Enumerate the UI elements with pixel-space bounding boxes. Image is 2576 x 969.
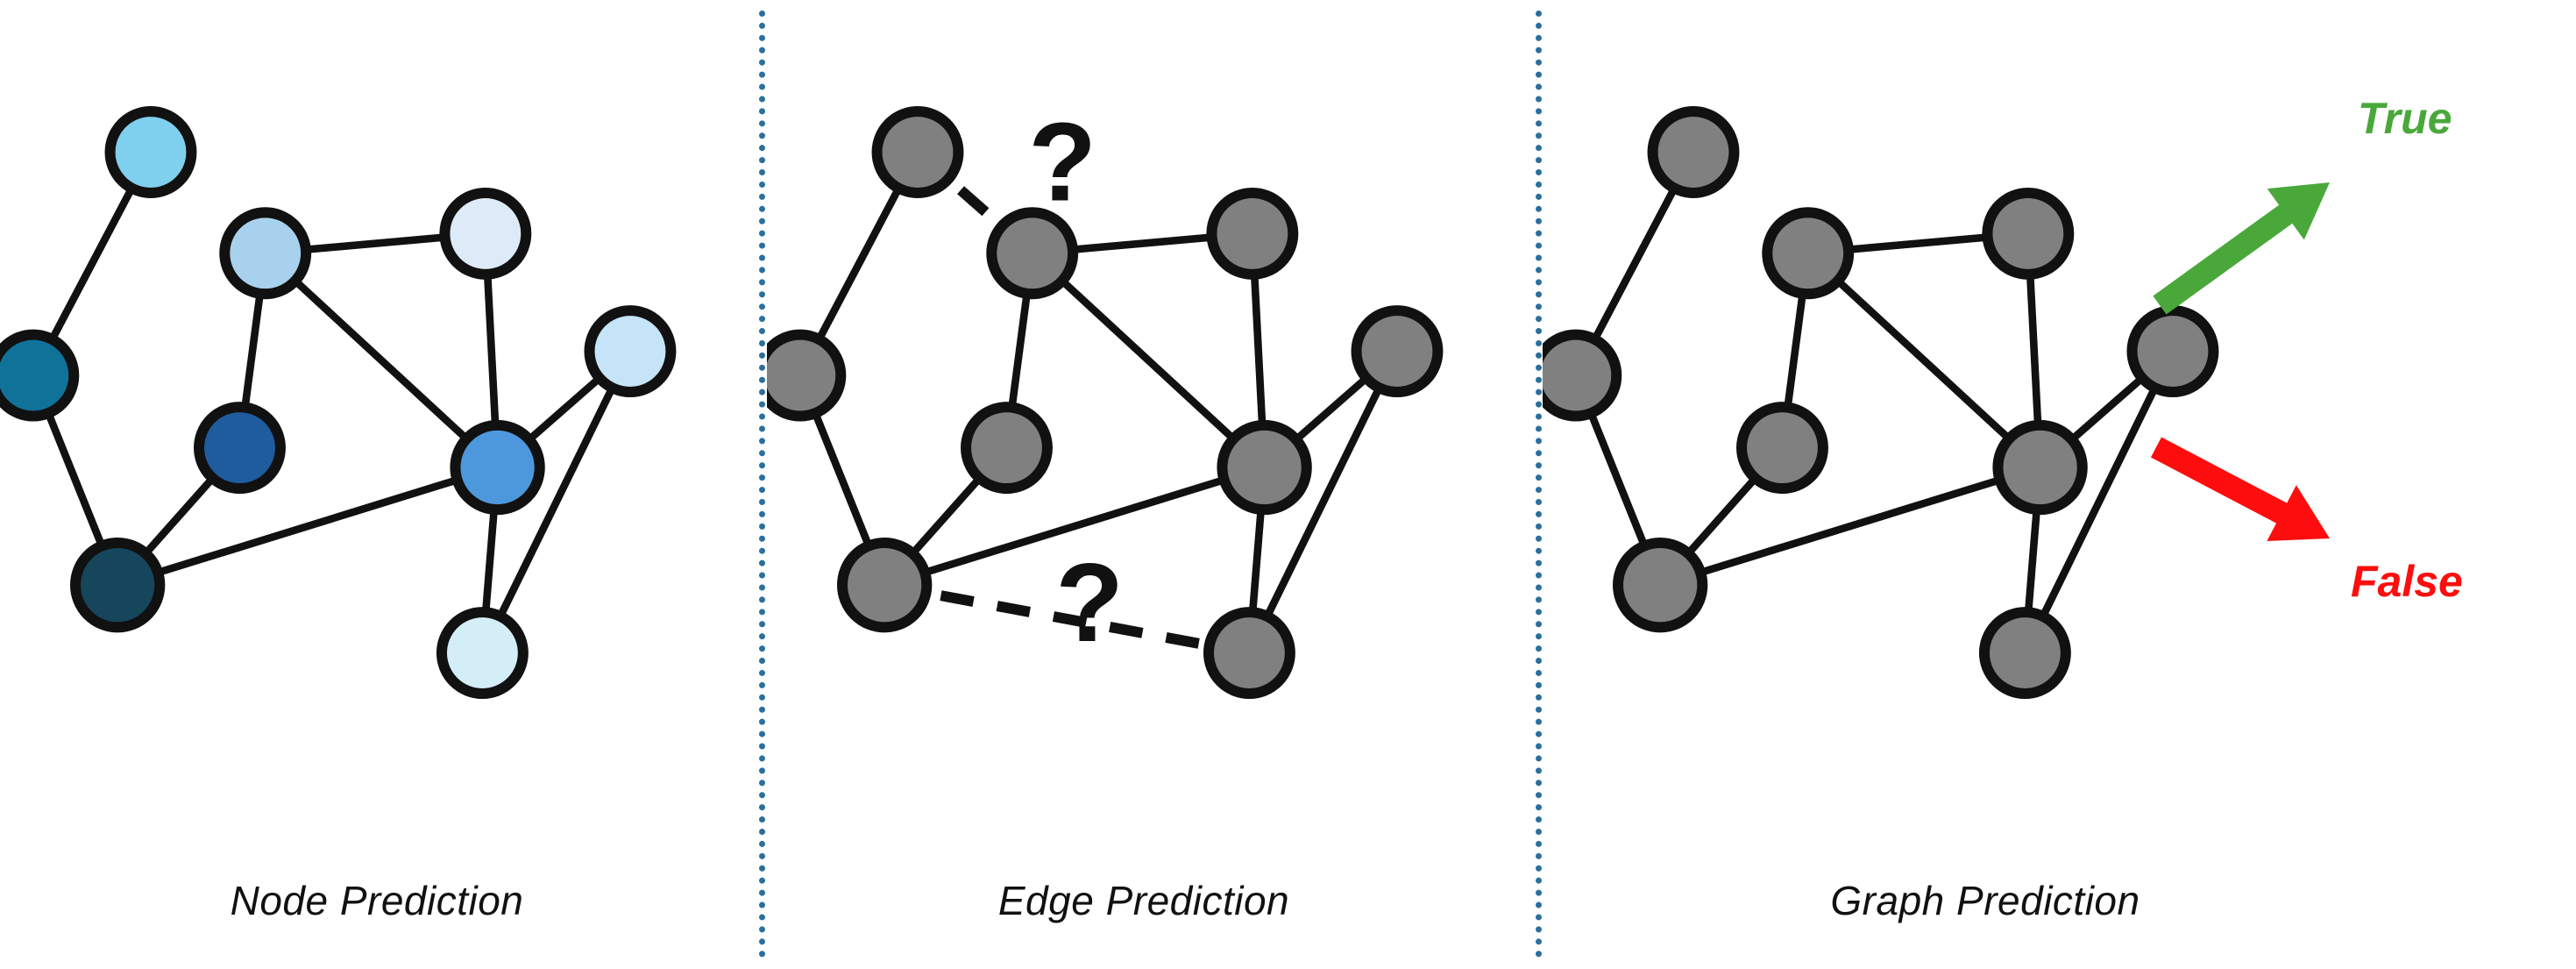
arrow-up-right-icon: [2153, 182, 2330, 315]
false-label: False: [2351, 557, 2463, 606]
graph-node: [1217, 419, 1312, 516]
graph-node: [1736, 402, 1828, 495]
true-branch: True: [2153, 94, 2452, 315]
graph-node: [104, 106, 197, 198]
graph-edge: [1805, 250, 2043, 471]
graph-node: [584, 305, 677, 398]
graph-node: [836, 537, 933, 633]
graph-node: [1978, 607, 2071, 700]
graph-node: [1206, 187, 1299, 280]
graph-node: [439, 187, 532, 280]
graph-edge: [1029, 250, 1267, 471]
graph-node: [961, 402, 1053, 495]
caption-graph-prediction: Graph Prediction: [1830, 878, 2140, 923]
panel-divider-1: [759, 11, 765, 958]
graph-edge: [1245, 349, 1401, 655]
graph-node: [1982, 187, 2075, 280]
panel-divider-2: [1536, 11, 1542, 958]
panel-edge-prediction: ??: [767, 0, 1521, 969]
graph-node: [1992, 419, 2088, 516]
panel-node-prediction: [0, 0, 754, 969]
graph-prediction-graph: [1543, 106, 2219, 700]
graph-node: [219, 207, 312, 300]
graph-node: [69, 537, 166, 633]
graph-node: [450, 419, 545, 516]
graph-edge: [479, 349, 634, 655]
true-label: True: [2358, 94, 2452, 143]
false-branch: False: [2150, 437, 2463, 606]
graph-edge: [2021, 349, 2176, 655]
graph-edge: [883, 463, 1266, 589]
caption-node-prediction: Node Prediction: [230, 878, 524, 923]
graph-node: [1762, 207, 1855, 300]
graph-node: [436, 607, 529, 700]
question-mark-annotation: ?: [1055, 540, 1124, 665]
graph-node: [0, 329, 80, 422]
graph-node: [767, 329, 847, 422]
caption-edge-prediction: Edge Prediction: [997, 878, 1290, 923]
graph-prediction-outputs: True False: [2150, 94, 2463, 606]
graph-node: [2126, 305, 2219, 398]
arrow-down-right-icon: [2150, 437, 2330, 542]
graph-node: [194, 402, 286, 495]
graph-edge: [262, 250, 500, 471]
node-prediction-graph: [0, 106, 677, 700]
panel-graph-prediction: True False: [1543, 0, 2576, 969]
graph-node: [1612, 537, 1708, 633]
graph-node: [1203, 607, 1295, 700]
edge-prediction-graph: ??: [767, 100, 1444, 700]
graph-node: [871, 106, 964, 198]
graph-edge: [116, 463, 499, 589]
graph-edge: [884, 580, 1251, 659]
graph-node: [1543, 329, 1622, 422]
graph-node: [1647, 106, 1740, 198]
graph-edge: [1658, 463, 2041, 589]
question-mark-annotation: ?: [1028, 100, 1096, 224]
graph-node: [986, 207, 1079, 300]
graph-node: [1351, 305, 1444, 398]
